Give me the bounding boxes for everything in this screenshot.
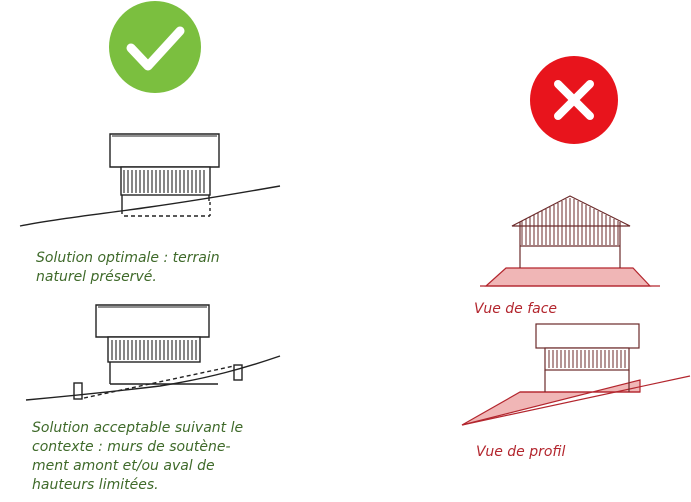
caption-optimal: Solution optimale : terrain naturel prés… bbox=[36, 250, 220, 285]
sketch-profile-view bbox=[461, 323, 691, 426]
cross-icon bbox=[530, 56, 618, 144]
left-column: Solution optimale : terrain naturel prés… bbox=[0, 0, 340, 502]
caption-front-view: Vue de face bbox=[474, 301, 558, 317]
caption-profile-view: Vue de profil bbox=[476, 444, 566, 460]
caption-acceptable: Solution acceptable suivant le contexte … bbox=[32, 420, 244, 493]
right-column: Vue de face bbox=[340, 0, 691, 502]
sketch-front-view bbox=[480, 195, 660, 287]
